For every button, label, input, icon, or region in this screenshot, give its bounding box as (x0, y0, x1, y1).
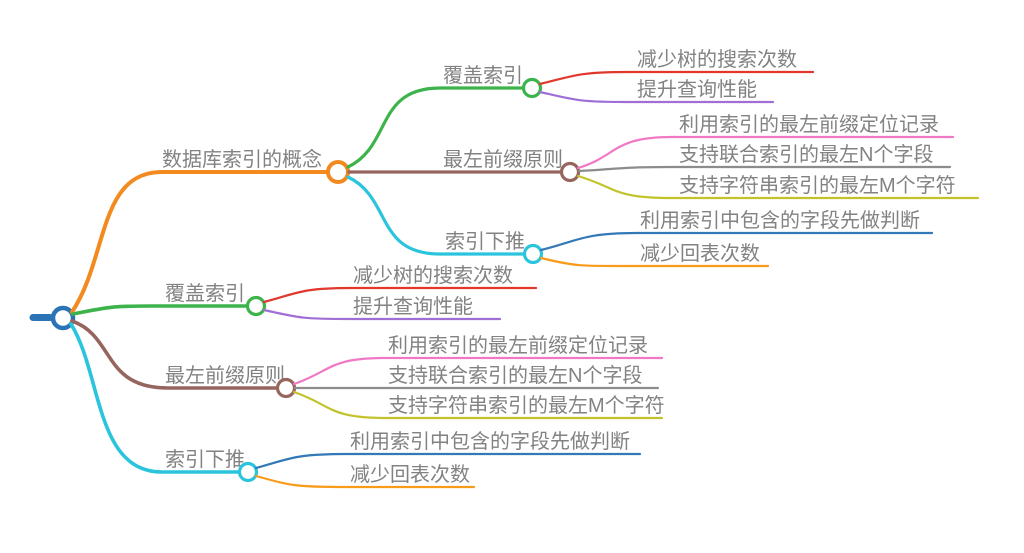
branch-line-covering-index-1 (346, 86, 525, 169)
node-leftmost-prefix-2[interactable] (275, 377, 297, 399)
topic-label-leftmost-prefix-2[interactable]: 最左前缀原则 (165, 364, 285, 387)
topic-label-index-pushdown-2[interactable]: 索引下推 (165, 448, 245, 471)
leaf-label-filter-first-2[interactable]: 利用索引中包含的字段先做判断 (350, 430, 630, 453)
leaf-line-improve-query-perf-2 (262, 308, 502, 321)
node-index-pushdown-1[interactable] (522, 243, 544, 265)
leaf-line-filter-first-1 (539, 231, 934, 252)
leaf-line-reduce-lookups-2 (254, 474, 476, 489)
leaf-label-left-m-chars-2[interactable]: 支持字符串索引的最左M个字符 (388, 394, 665, 417)
topic-label-covering-index-2[interactable]: 覆盖索引 (165, 282, 245, 305)
leaf-label-reduce-tree-search-1[interactable]: 减少树的搜索次数 (637, 48, 797, 71)
branch-line-index-pushdown-2 (69, 322, 241, 474)
node-leftmost-prefix-1[interactable] (559, 161, 581, 183)
leaf-label-locate-records-2[interactable]: 利用索引的最左前缀定位记录 (388, 334, 648, 357)
topic-label-concept[interactable]: 数据库索引的概念 (162, 147, 322, 171)
leaf-label-left-n-fields-2[interactable]: 支持联合索引的最左N个字段 (388, 364, 642, 387)
branch-line-covering-index-2 (71, 304, 249, 316)
leaf-label-improve-query-perf-2[interactable]: 提升查询性能 (353, 295, 473, 318)
leaf-line-reduce-lookups-1 (539, 256, 770, 268)
leaf-line-improve-query-perf-1 (538, 90, 775, 104)
branch-line-index-pushdown-1 (346, 175, 526, 256)
leaf-line-reduce-tree-search-2 (262, 286, 538, 304)
leaf-line-left-m-chars-1 (576, 174, 980, 200)
leaf-label-reduce-tree-search-2[interactable]: 减少树的搜索次数 (353, 264, 513, 287)
branch-line-leftmost-prefix-2 (70, 319, 279, 390)
branch-line-concept (70, 170, 329, 314)
leaf-label-left-m-chars-1[interactable]: 支持字符串索引的最左M个字符 (679, 174, 956, 197)
leaf-label-improve-query-perf-1[interactable]: 提升查询性能 (637, 78, 757, 101)
leaf-line-left-m-chars-2 (292, 390, 664, 420)
leaf-label-reduce-lookups-2[interactable]: 减少回表次数 (350, 463, 470, 486)
node-index-pushdown-2[interactable] (237, 461, 259, 483)
leaf-line-filter-first-2 (254, 452, 642, 470)
node-concept[interactable] (326, 160, 350, 184)
leaf-label-filter-first-1[interactable]: 利用索引中包含的字段先做判断 (640, 209, 920, 232)
root-node[interactable] (50, 305, 76, 331)
leaf-label-left-n-fields-1[interactable]: 支持联合索引的最左N个字段 (679, 143, 933, 166)
node-covering-index-1[interactable] (521, 77, 543, 99)
node-covering-index-2[interactable] (245, 295, 267, 317)
leaf-line-locate-records-1 (576, 135, 955, 170)
leaf-line-left-n-fields-1 (577, 165, 952, 173)
leaf-label-locate-records-1[interactable]: 利用索引的最左前缀定位记录 (679, 113, 939, 136)
leaf-label-reduce-lookups-1[interactable]: 减少回表次数 (640, 242, 760, 265)
topic-label-covering-index-1[interactable]: 覆盖索引 (443, 64, 523, 87)
topic-label-index-pushdown-1[interactable]: 索引下推 (445, 230, 525, 253)
topic-label-leftmost-prefix-1[interactable]: 最左前缀原则 (443, 148, 563, 171)
leaf-line-reduce-tree-search-1 (538, 70, 815, 86)
leaf-line-locate-records-2 (292, 356, 664, 386)
